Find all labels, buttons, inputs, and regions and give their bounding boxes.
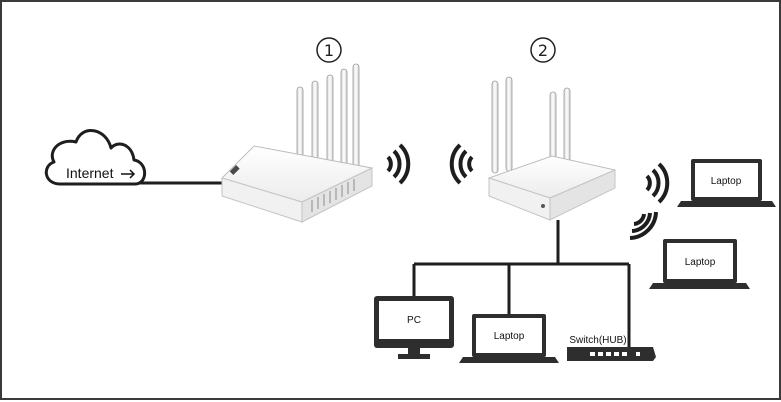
router-1: 1	[221, 37, 374, 223]
wifi-signal-laptop-top-icon	[645, 162, 670, 204]
arrow-right-icon	[121, 169, 136, 179]
pc-stand	[408, 348, 420, 354]
pc-label: PC	[407, 315, 421, 326]
laptop-mid-base	[649, 283, 750, 289]
wifi-signals	[386, 143, 670, 240]
router-1-number-badge: 1	[316, 37, 342, 63]
wifi-signal-router1-icon	[386, 143, 411, 185]
laptop-mid: Laptop	[649, 239, 750, 289]
pc-foot	[398, 354, 430, 359]
switch-hub: Switch(HUB)	[567, 335, 656, 361]
router-1-number: 1	[324, 41, 334, 60]
wifi-signal-laptop-mid-icon	[629, 211, 658, 240]
laptop-top-label: Laptop	[711, 176, 742, 187]
internet-label: Internet	[66, 165, 114, 181]
router-2-number: 2	[538, 41, 548, 60]
internet-cloud: Internet	[44, 129, 147, 186]
connection-lines	[140, 181, 631, 347]
router-2-number-badge: 2	[530, 37, 556, 63]
switch-ports	[590, 352, 640, 356]
laptop-bottom-label: Laptop	[494, 331, 525, 342]
cloud-shape	[44, 129, 147, 186]
switch-label: Switch(HUB)	[569, 335, 626, 346]
router-2-led	[541, 204, 545, 208]
laptop-top: Laptop	[677, 159, 776, 207]
router-1-indicator	[229, 165, 240, 175]
router-2-side	[549, 169, 616, 221]
laptop-mid-label: Laptop	[685, 257, 716, 268]
pc: PC	[374, 296, 454, 359]
laptop-bottom-base	[459, 357, 559, 363]
laptop-top-base	[677, 201, 776, 207]
router-2: 2	[487, 37, 617, 221]
router-1-vents	[311, 179, 355, 212]
wifi-signal-router2-icon	[449, 143, 474, 185]
laptop-bottom: Laptop	[459, 314, 559, 363]
switch-body	[567, 347, 656, 361]
